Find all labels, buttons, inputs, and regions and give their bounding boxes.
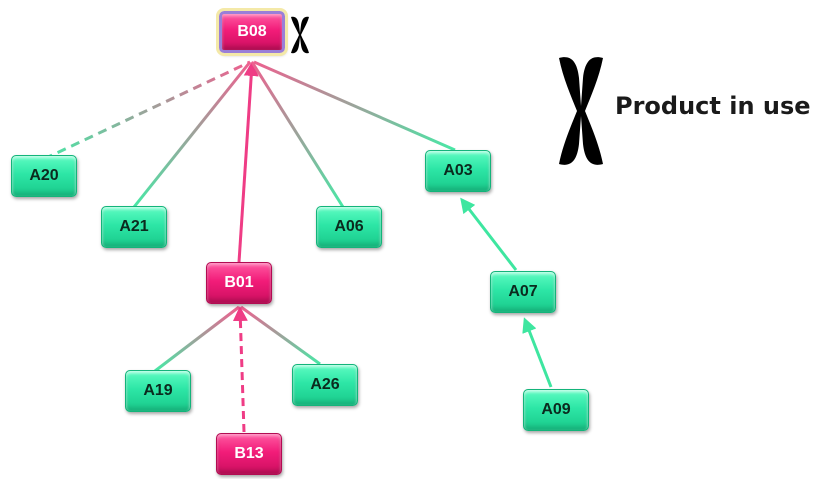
edge-a19-b01 bbox=[154, 305, 240, 373]
edge-a26-b01 bbox=[240, 305, 321, 366]
node-a19[interactable]: A19 bbox=[125, 370, 191, 412]
chromosome-icon bbox=[559, 57, 603, 165]
edge-a06-b08 bbox=[250, 61, 345, 208]
edge-a09-a07 bbox=[522, 317, 553, 388]
edge-b01-b08 bbox=[237, 61, 259, 263]
node-a07[interactable]: A07 bbox=[490, 271, 556, 313]
edge-a03-b08 bbox=[253, 60, 456, 152]
node-a20[interactable]: A20 bbox=[11, 155, 77, 197]
legend: Product in use bbox=[556, 56, 818, 168]
edge-b13-b01 bbox=[232, 306, 248, 433]
chromosome-icon bbox=[291, 16, 309, 54]
node-b08[interactable]: B08 bbox=[216, 8, 288, 56]
node-a21[interactable]: A21 bbox=[101, 206, 167, 248]
node-a06[interactable]: A06 bbox=[316, 206, 382, 248]
node-a03[interactable]: A03 bbox=[425, 150, 491, 192]
legend-label: Product in use bbox=[615, 92, 811, 120]
edge-a07-a03 bbox=[460, 197, 518, 271]
node-a09[interactable]: A09 bbox=[523, 389, 589, 431]
node-b01[interactable]: B01 bbox=[206, 262, 272, 304]
edge-a21-b08 bbox=[132, 61, 252, 208]
node-a26[interactable]: A26 bbox=[292, 364, 358, 406]
edge-a20-b08 bbox=[43, 60, 251, 161]
node-b13[interactable]: B13 bbox=[216, 433, 282, 475]
